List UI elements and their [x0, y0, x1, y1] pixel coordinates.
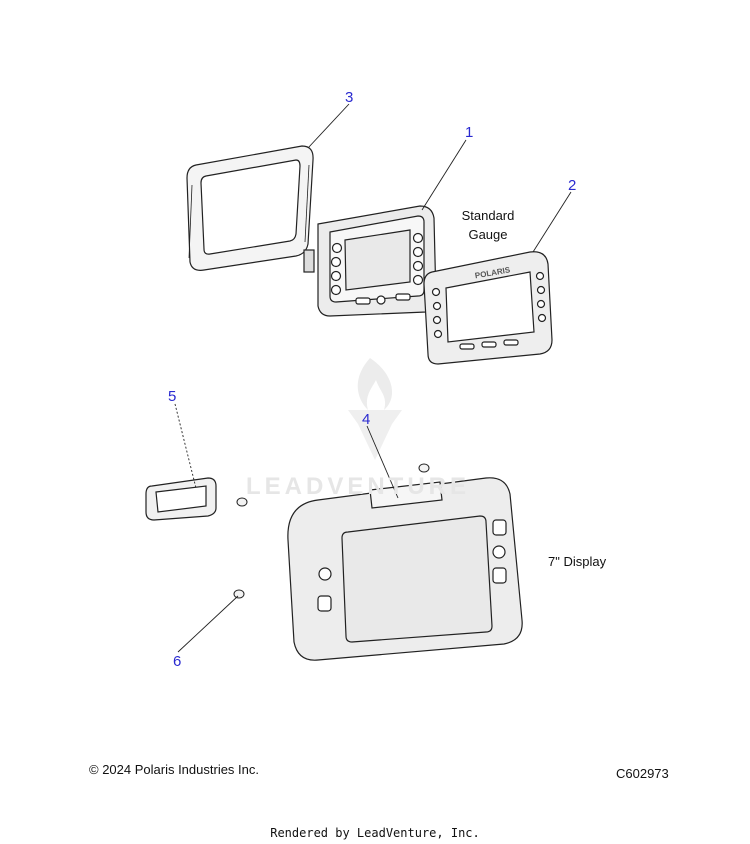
display-label: 7" Display: [548, 554, 607, 569]
standard-gauge-label: Standard Gauge: [452, 206, 524, 244]
screw-parts: [233, 463, 430, 599]
callout-2[interactable]: 2: [568, 177, 577, 194]
gauge-cover-part: [423, 251, 553, 365]
display-7in-part: [287, 477, 523, 661]
standard-gauge-part: [303, 205, 437, 317]
callout-1[interactable]: 1: [465, 124, 474, 141]
gauge-brand: POLARIS: [474, 265, 511, 280]
copyright-text: © 2024 Polaris Industries Inc.: [89, 762, 259, 777]
diagram-code: C602973: [616, 766, 669, 781]
watermark-text: LEADVENTURE: [246, 473, 471, 500]
visor-part: [145, 477, 217, 521]
callout-6[interactable]: 6: [173, 653, 182, 670]
callout-4[interactable]: 4: [362, 411, 371, 428]
callout-3[interactable]: 3: [345, 89, 354, 106]
standard-gauge-label-line2: Gauge: [468, 227, 508, 242]
leader-lines: [174, 103, 572, 653]
watermark-logo: [348, 358, 402, 460]
gauge-brand-text: POLARIS: [474, 265, 511, 280]
callout-5[interactable]: 5: [168, 388, 177, 405]
standard-gauge-label-line1: Standard: [461, 208, 515, 223]
rendered-by-text: Rendered by LeadVenture, Inc.: [270, 826, 480, 840]
bezel-ring-part: [186, 145, 314, 271]
